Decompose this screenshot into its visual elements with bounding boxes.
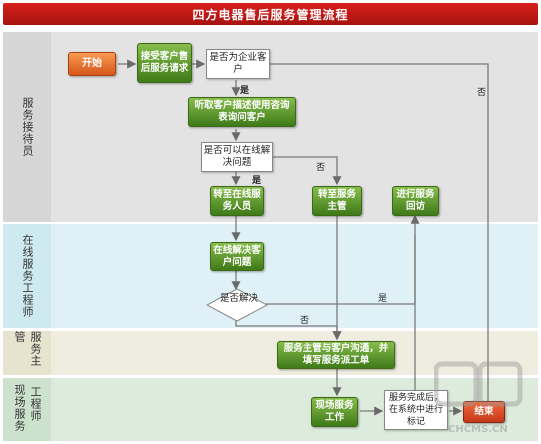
lane-label-field-engineer-col1: 现场服务 bbox=[13, 384, 26, 432]
lane-label-box: 服务主管 bbox=[3, 331, 51, 375]
watermark-text: CHCMS.CN bbox=[448, 424, 508, 435]
edge-label-yes-online: 是 bbox=[252, 176, 262, 186]
lane-field-engineer: 现场服务 工程师 bbox=[3, 378, 538, 441]
supervisor-fill-node: 服务主管与客户沟通，并填写服务派工单 bbox=[277, 341, 395, 369]
watermark-logo bbox=[434, 361, 523, 407]
listen-survey-node: 听取客户描述使用咨询表询问客户 bbox=[188, 97, 296, 127]
field-work-node: 现场服务工作 bbox=[311, 397, 358, 427]
end-node: 结束 bbox=[463, 401, 505, 423]
start-node: 开始 bbox=[68, 52, 116, 76]
solve-online-node: 在线解决客户问题 bbox=[210, 242, 264, 271]
lane-label-box: 服务接待员 bbox=[3, 32, 51, 222]
service-complete-node: 服务完成后，在系统中进行标记 bbox=[384, 390, 448, 430]
solved-decision-diamond bbox=[206, 288, 268, 322]
lane-label-box: 在线服务工程师 bbox=[3, 224, 51, 328]
lane-label-service-supervisor: 服务主管 bbox=[13, 331, 42, 367]
service-visit-node: 进行服务回访 bbox=[392, 186, 439, 216]
can-solve-online-decision: 是否可以在线解决问题 bbox=[201, 142, 273, 172]
is-enterprise-decision: 是否为企业客户 bbox=[206, 49, 270, 79]
transfer-supervisor-node: 转至服务主管 bbox=[312, 186, 362, 216]
edge-label-no-solved: 否 bbox=[300, 316, 310, 326]
lane-online-engineer: 在线服务工程师 bbox=[3, 224, 538, 328]
page-title: 四方电器售后服务管理流程 bbox=[3, 3, 538, 25]
transfer-online-node: 转至在线服务人员 bbox=[210, 186, 264, 216]
edge-label-no-online: 否 bbox=[316, 163, 326, 173]
lane-service-supervisor: 服务主管 bbox=[3, 331, 538, 375]
edge-label-yes-enterprise: 是 bbox=[240, 86, 250, 96]
lane-label-service-staff: 服务接待员 bbox=[21, 97, 34, 157]
edge-label-yes-solved: 是 bbox=[378, 294, 388, 304]
solved-decision-label: 是否解决 bbox=[219, 293, 258, 304]
receive-request-node: 接受客户售后服务请求 bbox=[137, 43, 192, 83]
lane-label-field-engineer-col2: 工程师 bbox=[29, 386, 42, 422]
edge-label-no-enterprise: 否 bbox=[477, 88, 487, 98]
lane-label-box: 现场服务 工程师 bbox=[3, 378, 51, 441]
lane-label-online-engineer: 在线服务工程师 bbox=[21, 234, 34, 318]
